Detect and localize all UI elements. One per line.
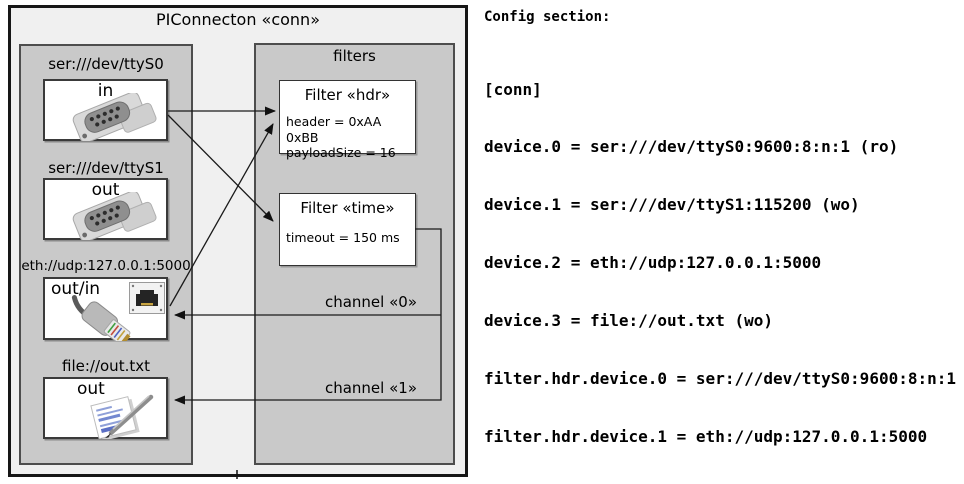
config-line: device.2 = eth://udp:127.0.0.1:5000 <box>484 253 822 273</box>
filters-panel-title: filters <box>333 47 376 65</box>
device-direction-label: out <box>91 180 120 200</box>
filter-node-hdr: Filter «hdr» header = 0xAA 0xBB payloadS… <box>279 80 416 160</box>
device-node-ttyS0: in <box>43 79 168 141</box>
config-line: filter.hdr.device.0 = ser:///dev/ttyS0:9… <box>484 369 957 389</box>
ethernet-plug-icon <box>71 295 131 341</box>
config-line: device.0 = ser:///dev/ttyS0:9600:8:n:1 (… <box>484 137 899 157</box>
config-line: device.3 = file://out.txt (wo) <box>484 311 773 331</box>
device-direction-label: out/in <box>51 279 101 299</box>
config-line: device.1 = ser:///dev/ttyS1:115200 (wo) <box>484 195 860 215</box>
filter-attribute: payloadSize = 16 <box>286 145 396 160</box>
diagram-title: PIConnecton «conn» <box>156 10 320 29</box>
config-section-heading: Config section: <box>484 9 611 25</box>
device-node-eth: out/in <box>43 277 168 341</box>
filter-attribute: header = 0xAA 0xBB <box>286 114 382 145</box>
device-node-ttyS1: out <box>43 178 168 240</box>
filter-title: Filter «hdr» <box>304 86 391 104</box>
config-line: [conn] <box>484 79 542 99</box>
device-url-label: ser:///dev/ttyS0 <box>48 55 164 73</box>
filter-title: Filter «time» <box>300 199 395 217</box>
device-direction-label: out <box>77 379 105 399</box>
channel-label-1: channel «1» <box>324 379 417 397</box>
ethernet-port-icon <box>129 282 165 314</box>
filter-node-time: Filter «time» timeout = 150 ms <box>279 193 416 266</box>
config-section-body: [conn] device.0 = ser:///dev/ttyS0:9600:… <box>484 41 962 484</box>
filter-attribute: timeout = 150 ms <box>286 230 400 245</box>
device-direction-label: in <box>97 81 114 101</box>
device-url-label: ser:///dev/ttyS1 <box>48 159 164 177</box>
device-node-file: out <box>43 377 168 439</box>
device-url-label: file://out.txt <box>62 357 150 375</box>
channel-label-0: channel «0» <box>324 293 417 311</box>
config-line: filter.hdr.device.1 = eth://udp:127.0.0.… <box>484 426 928 446</box>
device-url-label: eth://udp:127.0.0.1:5000 <box>21 258 191 274</box>
notepad-icon <box>90 394 154 439</box>
